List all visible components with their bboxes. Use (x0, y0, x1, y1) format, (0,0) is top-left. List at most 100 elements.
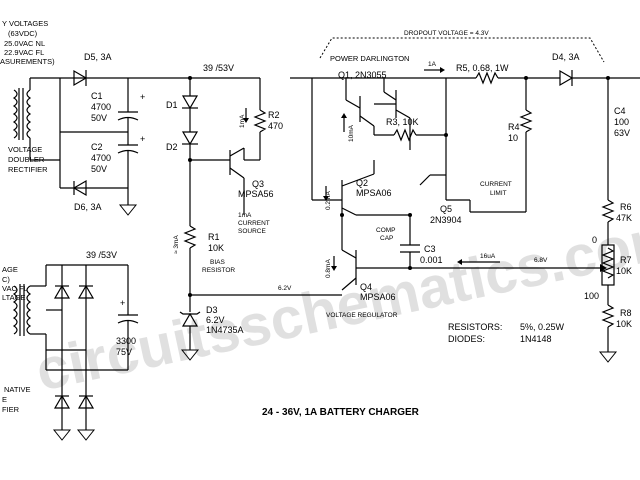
diodes-value: 1N4148 (520, 334, 552, 344)
bottom-line-1: AGE (2, 265, 18, 274)
parts-notes: RESISTORS: 5%, 0.25W DIODES: 1N4148 (448, 322, 565, 344)
q1-title: POWER DARLINGTON (330, 54, 409, 63)
r7-name: R7 (620, 255, 632, 265)
capacitors-c1-c2: + + C1 4700 50V C2 4700 50V (60, 78, 145, 216)
bottom-line-3: VAC FL (2, 284, 28, 293)
d4-label: D4, 3A (552, 52, 580, 62)
sense-current: 16uA (480, 253, 496, 260)
c4-name: C4 (614, 106, 626, 116)
capacitor-c4: C4 100 63V (607, 78, 630, 190)
d1-label: D1 (166, 100, 178, 110)
r8-name: R8 (620, 308, 632, 318)
rail-voltage: 39 /53V (203, 63, 234, 73)
resistors-label: RESISTORS: (448, 322, 502, 332)
pot-top: 0 (592, 235, 597, 245)
q1-current: 10mA (348, 124, 355, 142)
dropout-bracket (319, 37, 605, 63)
resistor-r2: R2 470 1mA (239, 78, 283, 161)
supply-line-3: 25.0VAC NL (4, 39, 45, 48)
sense-voltage: 6.8V (534, 257, 548, 264)
q3-part: MPSA56 (238, 189, 274, 199)
c3-name: C3 (424, 244, 436, 254)
r2-name: R2 (268, 110, 280, 120)
q1-name: Q1, 2N3055 (338, 70, 387, 80)
doubler-label-3: RECTIFIER (8, 165, 48, 174)
transistor-q4: Q4 MPSA06 VOLTAGE REGULATOR 0.8mA 16uA 6… (325, 215, 607, 319)
transistor-q3: Q3 MPSA56 1mA CURRENT SOURCE (190, 147, 274, 235)
diodes-d1-d2: D1 D2 (166, 76, 199, 222)
supply-line-5: ASUREMENTS) (0, 57, 55, 66)
dropout-label: DROPOUT VOLTAGE = 4.3V (404, 30, 489, 37)
q3-note-1: 1mA (238, 212, 252, 219)
doubler-label-2: DOUBLER (8, 155, 45, 164)
r7-value: 10K (616, 266, 632, 276)
r1-value: 10K (208, 243, 224, 253)
transistor-q2: Q2 MPSA06 0.2mA (312, 160, 412, 217)
r4-name: R4 (508, 122, 520, 132)
pot-bottom: 100 (584, 291, 599, 301)
bottom-cap-voltage: 75V (116, 347, 132, 357)
supply-line-4: 22.9VAC FL (4, 48, 44, 57)
svg-text:+: + (120, 298, 125, 308)
transformer-top (12, 77, 60, 161)
resistor-r3: R3, 10K (374, 117, 446, 142)
c4-value: 100 (614, 117, 629, 127)
diode-d4: D4, 3A (552, 52, 640, 87)
capacitor-c3: COMP CAP C3 0.001 (376, 215, 443, 270)
q4-part: MPSA06 (360, 292, 396, 302)
c2-value: 4700 (91, 153, 111, 163)
q2-name: Q2 (356, 178, 368, 188)
bottom-supply: AGE C) VAC FL LTAGE NATIVE E FIER 39 /53… (2, 250, 139, 441)
alt-label-3: FIER (2, 405, 20, 414)
bottom-cap-value: 3300 (116, 336, 136, 346)
comp-cap-1: COMP (376, 227, 396, 234)
d5-label: D5, 3A (84, 52, 112, 62)
q3-note-2: CURRENT (238, 220, 270, 227)
q4-name: Q4 (360, 282, 372, 292)
r4-value: 10 (508, 133, 518, 143)
node-6-2: 6.2V (278, 285, 292, 292)
resistor-r5: R5, 0.68, 1W 1A (424, 61, 560, 85)
svg-text:+: + (140, 92, 145, 102)
svg-text:+: + (140, 134, 145, 144)
d3-voltage: 6.2V (206, 315, 225, 325)
r1-current: ≈ 3mA (173, 235, 180, 254)
resistor-divider: R6 47K R7 10K R8 10K 0 100 (584, 190, 632, 363)
c1-name: C1 (91, 91, 103, 101)
r5-current: 1A (428, 61, 437, 68)
d3-part: 1N4735A (206, 325, 244, 335)
resistor-r4: R4 10 (508, 76, 533, 212)
bottom-line-4: LTAGE (2, 293, 25, 302)
q4-current: 0.8mA (325, 259, 332, 278)
diagram-title: 24 - 36V, 1A BATTERY CHARGER (262, 407, 420, 418)
q2-current: 0.2mA (325, 191, 332, 210)
transistor-q1: POWER DARLINGTON Q1, 2N3055 10mA (290, 54, 430, 200)
q2-part: MPSA06 (356, 188, 392, 198)
top-supply-text: Y VOLTAGES (63VDC) 25.0VAC NL 22.9VAC FL… (0, 19, 55, 174)
transistor-q5: Q5 2N3904 CURRENT LIMIT (419, 78, 526, 225)
diodes-label: DIODES: (448, 334, 485, 344)
zener-d3: D3 6.2V 1N4735A (179, 295, 244, 361)
comp-cap-2: CAP (380, 235, 393, 242)
q3-note-3: SOURCE (238, 228, 266, 235)
d6-label: D6, 3A (74, 202, 102, 212)
c4-voltage: 63V (614, 128, 630, 138)
supply-line-1: Y VOLTAGES (2, 19, 48, 28)
c2-voltage: 50V (91, 164, 107, 174)
r1-note-2: RESISTOR (202, 267, 235, 274)
q4-note: VOLTAGE REGULATOR (326, 312, 398, 319)
alt-label-2: E (2, 395, 7, 404)
q5-part: 2N3904 (430, 215, 462, 225)
doubler-label-1: VOLTAGE (8, 145, 42, 154)
r5-label: R5, 0.68, 1W (456, 63, 509, 73)
r2-current: 1mA (239, 114, 246, 128)
resistors-value: 5%, 0.25W (520, 322, 565, 332)
r1-note-1: BIAS (210, 259, 225, 266)
q5-note-2: LIMIT (490, 190, 507, 197)
alt-label-1: NATIVE (4, 385, 31, 394)
bottom-line-2: C) (2, 275, 10, 284)
r6-value: 47K (616, 213, 632, 223)
d2-label: D2 (166, 142, 178, 152)
r8-value: 10K (616, 319, 632, 329)
